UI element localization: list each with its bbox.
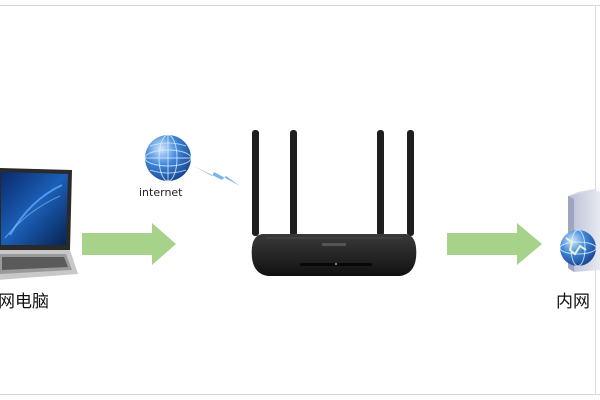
arrow-left-to-router: [82, 223, 176, 265]
wireless-zigzag-icon: [194, 166, 240, 186]
laptop-icon: [0, 168, 78, 280]
server-globe-icon: [559, 188, 600, 272]
frame-top-border: [0, 5, 600, 6]
internet-label: internet: [139, 186, 183, 199]
globe-icon: [144, 134, 192, 182]
router-icon: [251, 130, 417, 276]
left-device-label: 网电脑: [0, 292, 49, 312]
arrow-router-to-server: [447, 223, 542, 265]
right-device-label: 内网: [556, 292, 590, 312]
frame-bottom-border: [0, 394, 600, 395]
